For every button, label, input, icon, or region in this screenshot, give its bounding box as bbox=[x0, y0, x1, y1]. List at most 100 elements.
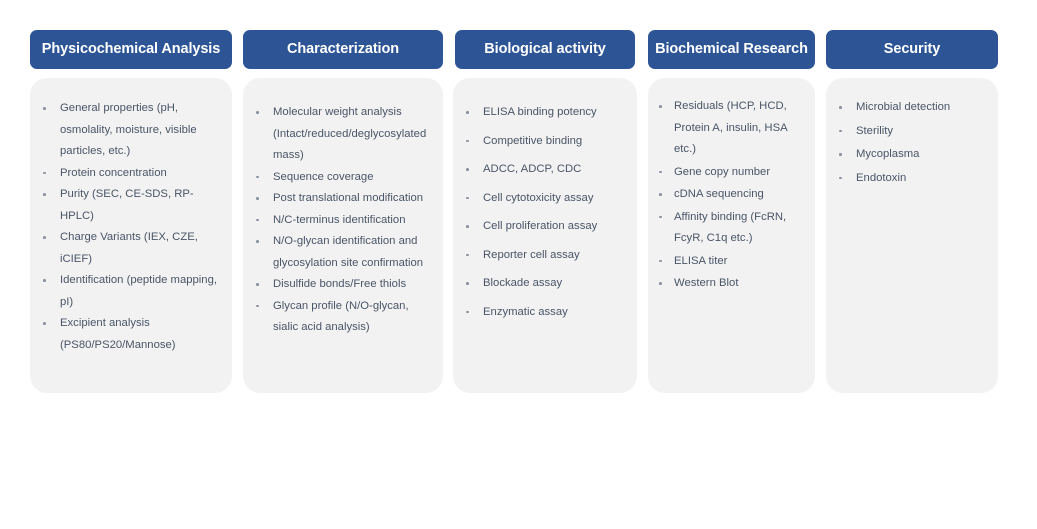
column-biological-activity: Biological activity ELISA binding potenc… bbox=[453, 0, 637, 529]
list-item: Blockade assay bbox=[453, 273, 637, 295]
bullet-dot-icon bbox=[256, 304, 259, 308]
bullet-dot-icon bbox=[466, 253, 469, 257]
list-item: Enzymatic assay bbox=[453, 302, 637, 324]
list-item: Gene copy number bbox=[648, 162, 815, 184]
list-item-label: Sterility bbox=[856, 124, 894, 137]
list-item: Excipient analysis (PS80/PS20/Mannose) bbox=[30, 313, 232, 356]
list-item: General properties (pH, osmolality, mois… bbox=[30, 98, 232, 163]
column-characterization: Characterization Molecular weight analys… bbox=[243, 0, 443, 529]
list-item: N/O-glycan identification and glycosylat… bbox=[243, 231, 443, 274]
list-item-label: Identification (peptide mapping, pI) bbox=[60, 274, 218, 308]
column-header-biological-activity[interactable]: Biological activity bbox=[455, 30, 635, 69]
list-item: Purity (SEC, CE-SDS, RP-HPLC) bbox=[30, 184, 232, 227]
list-item: cDNA sequencing bbox=[648, 184, 815, 206]
column-title: Biological activity bbox=[484, 41, 606, 58]
column-card-security: Microbial detection Sterility Mycoplasma… bbox=[826, 78, 998, 393]
list-item-label: Cell cytotoxicity assay bbox=[483, 191, 594, 204]
bullet-dot-icon bbox=[256, 240, 259, 243]
list-item-label: Glycan profile (N/O-glycan, sialic acid … bbox=[273, 299, 409, 334]
list-item-label: Competitive binding bbox=[483, 134, 583, 147]
list-item: Disulfide bonds/Free thiols bbox=[243, 274, 443, 296]
list-item-label: Molecular weight analysis (Intact/reduce… bbox=[273, 106, 427, 161]
list-item-label: Blockade assay bbox=[483, 277, 563, 289]
bullet-dot-icon bbox=[43, 236, 46, 239]
list-item: Charge Variants (IEX, CZE, iCIEF) bbox=[30, 227, 232, 270]
bullet-dot-icon bbox=[466, 196, 469, 200]
list-item: Molecular weight analysis (Intact/reduce… bbox=[243, 102, 443, 167]
column-header-characterization[interactable]: Characterization bbox=[243, 30, 443, 69]
list-item-label: Gene copy number bbox=[674, 165, 771, 178]
list-item-label: N/C-terminus identification bbox=[273, 213, 406, 226]
bullet-dot-icon bbox=[256, 283, 259, 286]
bullet-list: General properties (pH, osmolality, mois… bbox=[30, 98, 232, 356]
bullet-dot-icon bbox=[256, 175, 259, 179]
bullet-dot-icon bbox=[839, 176, 842, 180]
list-item: Mycoplasma bbox=[826, 144, 998, 166]
bullet-list: ELISA binding potency Competitive bindin… bbox=[453, 102, 637, 330]
list-item-label: Excipient analysis (PS80/PS20/Mannose) bbox=[60, 317, 176, 351]
list-item-label: Endotoxin bbox=[856, 171, 907, 184]
bullet-dot-icon bbox=[256, 197, 259, 200]
list-item-label: Mycoplasma bbox=[856, 148, 920, 160]
bullet-dot-icon bbox=[659, 105, 662, 108]
bullet-dot-icon bbox=[659, 259, 662, 263]
bullet-dot-icon bbox=[466, 310, 469, 314]
list-item-label: Enzymatic assay bbox=[483, 305, 568, 318]
bullet-dot-icon bbox=[659, 193, 662, 196]
list-item: Post translational modification bbox=[243, 188, 443, 210]
bullet-dot-icon bbox=[466, 139, 469, 143]
list-item: Sequence coverage bbox=[243, 167, 443, 189]
bullet-dot-icon bbox=[43, 193, 46, 196]
list-item-label: Western Blot bbox=[674, 277, 739, 289]
bullet-dot-icon bbox=[256, 111, 259, 114]
list-item: Cell proliferation assay bbox=[453, 216, 637, 238]
bullet-dot-icon bbox=[43, 171, 46, 175]
list-item-label: General properties (pH, osmolality, mois… bbox=[60, 102, 197, 157]
column-card-biochemical-research: Residuals (HCP, HCD, Protein A, insulin,… bbox=[648, 78, 815, 393]
list-item: Affinity binding (FcRN, FcyR, C1q etc.) bbox=[648, 207, 815, 250]
list-item-label: Post translational modification bbox=[273, 192, 424, 204]
bullet-dot-icon bbox=[466, 111, 469, 114]
bullet-dot-icon bbox=[256, 218, 259, 222]
list-item-label: Residuals (HCP, HCD, Protein A, insulin,… bbox=[674, 100, 788, 155]
column-card-physicochemical-analysis: General properties (pH, osmolality, mois… bbox=[30, 78, 232, 393]
list-item: Competitive binding bbox=[453, 131, 637, 153]
bullet-dot-icon bbox=[43, 322, 46, 325]
list-item-label: ELISA titer bbox=[674, 254, 728, 267]
list-item: Sterility bbox=[826, 121, 998, 143]
list-item-label: Charge Variants (IEX, CZE, iCIEF) bbox=[60, 231, 198, 265]
bullet-list: Molecular weight analysis (Intact/reduce… bbox=[243, 102, 443, 339]
column-physicochemical-analysis: Physicochemical Analysis General propert… bbox=[30, 0, 232, 529]
list-item: ELISA binding potency bbox=[453, 102, 637, 124]
column-title: Biochemical Research bbox=[655, 41, 808, 58]
column-biochemical-research: Biochemical Research Residuals (HCP, HCD… bbox=[648, 0, 815, 529]
column-security: Security Microbial detection Sterility M… bbox=[826, 0, 998, 529]
bullet-dot-icon bbox=[43, 107, 46, 110]
list-item-label: Cell proliferation assay bbox=[483, 220, 598, 232]
column-header-biochemical-research[interactable]: Biochemical Research bbox=[648, 30, 815, 69]
list-item: Protein concentration bbox=[30, 163, 232, 185]
list-item: Identification (peptide mapping, pI) bbox=[30, 270, 232, 313]
list-item: N/C-terminus identification bbox=[243, 210, 443, 232]
bullet-dot-icon bbox=[839, 106, 842, 109]
list-item-label: ADCC, ADCP, CDC bbox=[483, 163, 582, 175]
column-header-security[interactable]: Security bbox=[826, 30, 998, 69]
list-item: Cell cytotoxicity assay bbox=[453, 188, 637, 210]
list-item: Reporter cell assay bbox=[453, 245, 637, 267]
bullet-list: Residuals (HCP, HCD, Protein A, insulin,… bbox=[648, 96, 815, 296]
list-item-label: N/O-glycan identification and glycosylat… bbox=[273, 235, 424, 269]
bullet-list: Microbial detection Sterility Mycoplasma… bbox=[826, 97, 998, 191]
list-item-label: Purity (SEC, CE-SDS, RP-HPLC) bbox=[60, 188, 194, 222]
column-card-biological-activity: ELISA binding potency Competitive bindin… bbox=[453, 78, 637, 393]
bullet-dot-icon bbox=[466, 225, 469, 228]
bullet-dot-icon bbox=[466, 282, 469, 285]
list-item-label: Affinity binding (FcRN, FcyR, C1q etc.) bbox=[674, 210, 787, 245]
list-item-label: cDNA sequencing bbox=[674, 188, 764, 200]
bullet-dot-icon bbox=[43, 279, 46, 282]
bullet-dot-icon bbox=[659, 170, 662, 174]
list-item: Residuals (HCP, HCD, Protein A, insulin,… bbox=[648, 96, 815, 161]
column-title: Characterization bbox=[286, 41, 399, 58]
list-item-label: ELISA binding potency bbox=[483, 106, 597, 118]
column-header-physicochemical-analysis[interactable]: Physicochemical Analysis bbox=[30, 30, 232, 69]
